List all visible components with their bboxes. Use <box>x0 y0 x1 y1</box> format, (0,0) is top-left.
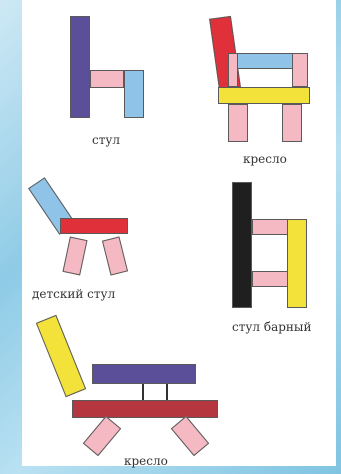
armchair-top-right-armrest-support <box>292 53 308 87</box>
bar-stool-lower-rung-block <box>252 271 290 287</box>
armchair-bottom-armrest-support-left <box>142 384 144 400</box>
diagram-card: стул кресло детский стул стул барны <box>22 0 336 466</box>
armchair-top-right-leg-block <box>282 104 302 142</box>
armchair-top-caption: кресло <box>243 152 287 166</box>
armchair-bottom-armrest-block <box>92 364 196 384</box>
armchair-bottom-caption: кресло <box>124 454 168 468</box>
kids-chair-seat-block <box>60 218 128 234</box>
armchair-bottom-right-leg-block <box>171 416 209 456</box>
chair-leg-block <box>124 70 144 118</box>
chair-seat-block <box>90 70 124 88</box>
kids-chair-caption: детский стул <box>32 287 115 301</box>
kids-chair-left-leg-block <box>62 237 87 276</box>
bar-stool-leg-block <box>287 219 307 308</box>
chair-back-block <box>70 16 90 118</box>
armchair-top-left-armrest-support <box>228 53 238 87</box>
armchair-bottom-armrest-support-right <box>166 384 168 400</box>
armchair-top-armrest-block <box>236 53 294 69</box>
chair-caption: стул <box>92 133 120 147</box>
bar-stool-upper-seat-block <box>252 219 290 235</box>
armchair-top-left-leg-block <box>228 104 248 142</box>
bar-stool-caption: стул барный <box>232 320 311 334</box>
armchair-bottom-seat-block <box>72 400 218 418</box>
armchair-bottom-left-leg-block <box>83 416 121 456</box>
armchair-top-seat-block <box>218 87 310 104</box>
bar-stool-back-block <box>232 182 252 308</box>
armchair-bottom-back-block <box>36 315 86 397</box>
kids-chair-right-leg-block <box>102 236 128 275</box>
